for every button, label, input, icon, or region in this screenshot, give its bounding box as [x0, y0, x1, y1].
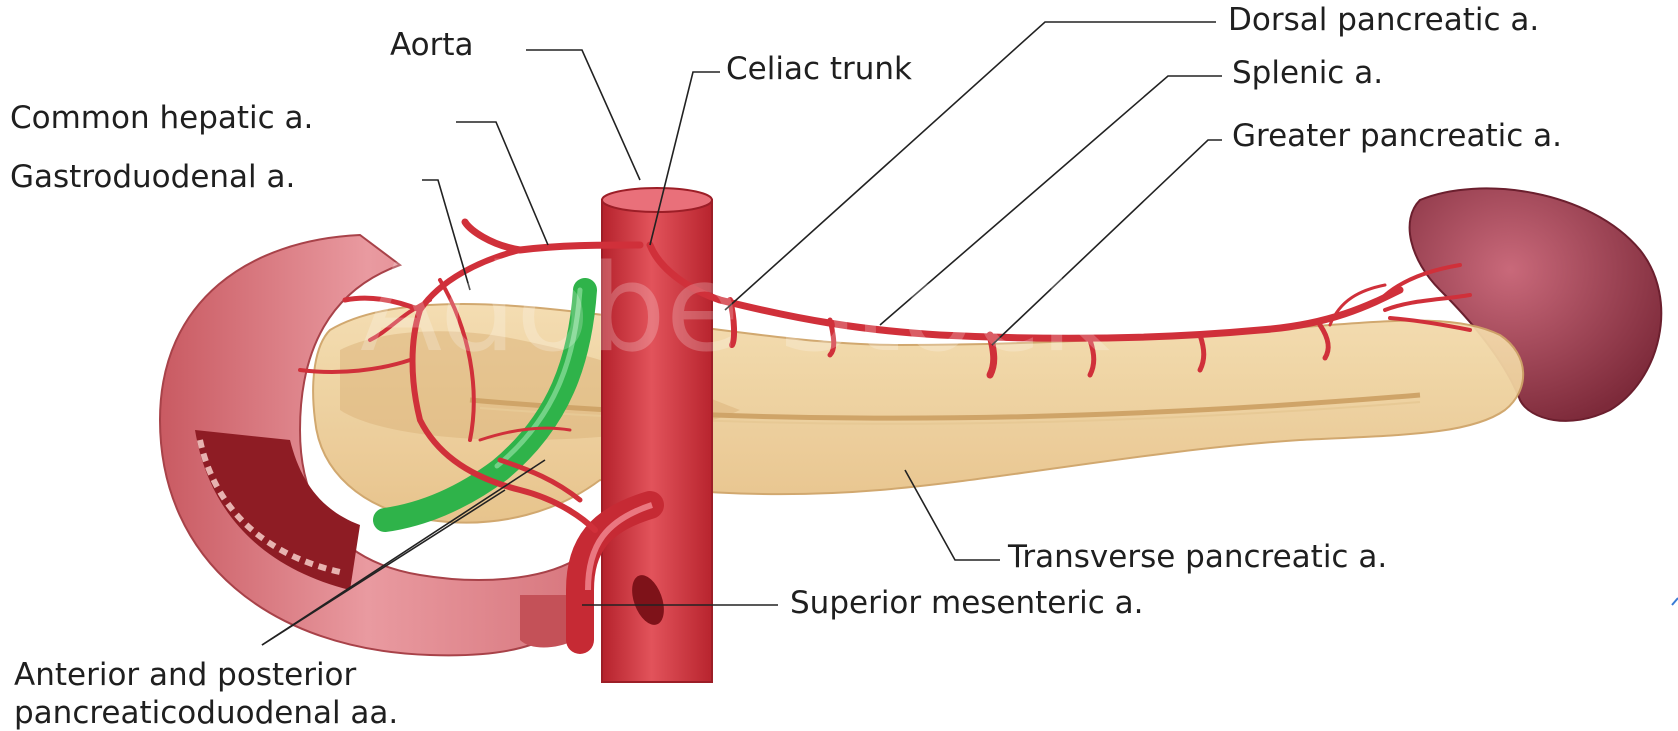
- label-superior-mesenteric: Superior mesenteric a.: [790, 588, 1143, 619]
- label-splenic: Splenic a.: [1232, 58, 1383, 89]
- watermark: Adobe Stock: [360, 240, 1110, 379]
- label-gastroduodenal: Gastroduodenal a.: [10, 162, 295, 193]
- label-greater-pancreatic: Greater pancreatic a.: [1232, 121, 1562, 152]
- label-aorta: Aorta: [390, 30, 474, 61]
- label-transverse-pancreatic: Transverse pancreatic a.: [1008, 542, 1387, 573]
- label-celiac-trunk: Celiac trunk: [726, 54, 912, 85]
- label-dorsal-pancreatic: Dorsal pancreatic a.: [1228, 5, 1539, 36]
- label-pancreaticoduodenal-line1: Anterior and posterior: [14, 660, 356, 691]
- label-common-hepatic: Common hepatic a.: [10, 103, 313, 134]
- stray-mark: [1672, 598, 1678, 605]
- leader-aorta: [526, 50, 640, 180]
- label-pancreaticoduodenal-line2: pancreaticoduodenal aa.: [14, 698, 398, 729]
